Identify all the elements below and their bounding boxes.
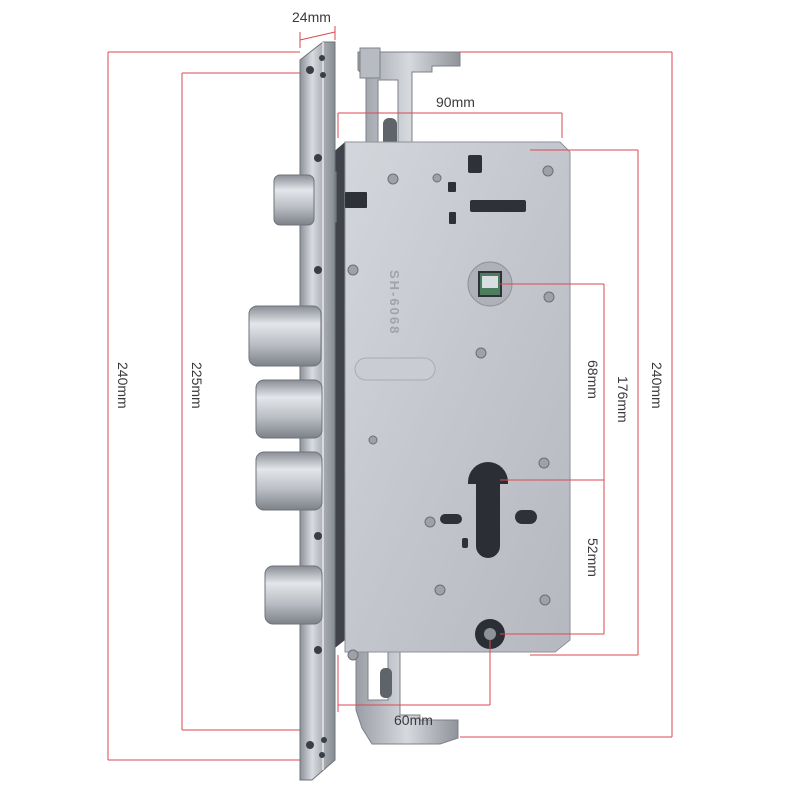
case-marking: SH-6068 <box>387 270 402 335</box>
deadbolt-4 <box>264 565 323 625</box>
label-overall-height: 240mm <box>115 362 131 409</box>
cylinder-cutout <box>468 462 508 558</box>
deadbolt-3 <box>255 451 323 511</box>
case-emboss <box>354 357 436 381</box>
latch-bolt <box>273 174 315 226</box>
cylinder-side-slot <box>515 510 537 524</box>
lock-case <box>344 141 571 653</box>
label-cylinder-to-bottom: 52mm <box>585 538 601 577</box>
deadbolt-2 <box>255 379 323 439</box>
label-backset: 60mm <box>394 712 433 728</box>
bottom-drive-hole <box>475 619 505 649</box>
dimension-lines <box>107 26 673 761</box>
case-screws <box>347 165 555 661</box>
label-case-height: 240mm <box>649 362 665 409</box>
small-slot <box>462 538 468 548</box>
bottom-connecting-rod <box>355 649 459 745</box>
deadbolt-1 <box>248 305 322 367</box>
label-faceplate-width: 24mm <box>292 9 331 25</box>
faceplate-holes <box>306 55 327 758</box>
label-follower-to-bottom: 176mm <box>615 376 631 423</box>
top-connecting-rod <box>357 47 461 151</box>
top-mechanism-slots <box>345 155 526 224</box>
dimension-labels: 24mm 90mm 240mm 225mm 240mm 176mm 68mm 5… <box>115 9 665 728</box>
cylinder-left-slot <box>440 514 462 524</box>
label-screw-spacing: 225mm <box>189 362 205 409</box>
label-follower-to-cylinder: 68mm <box>585 360 601 399</box>
follower-spindle <box>467 261 513 307</box>
lock-body: SH-6068 <box>330 47 571 745</box>
bolts <box>248 174 323 625</box>
label-case-width: 90mm <box>436 94 475 110</box>
